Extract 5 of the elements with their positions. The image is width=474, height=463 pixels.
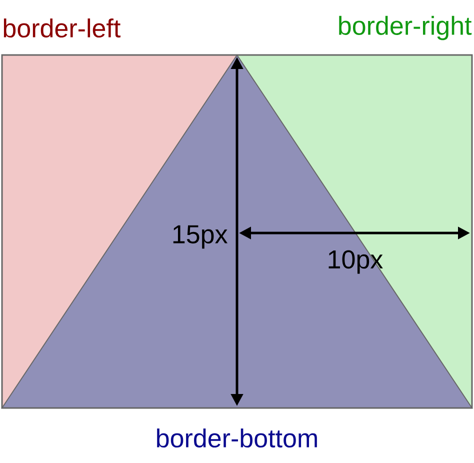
dimension-label: 10px <box>328 250 383 274</box>
region-label: border-bottom <box>157 428 317 448</box>
region-label: border-left <box>4 18 120 38</box>
region-label: border-right <box>339 16 472 40</box>
dimension-label: 15px <box>173 225 228 249</box>
